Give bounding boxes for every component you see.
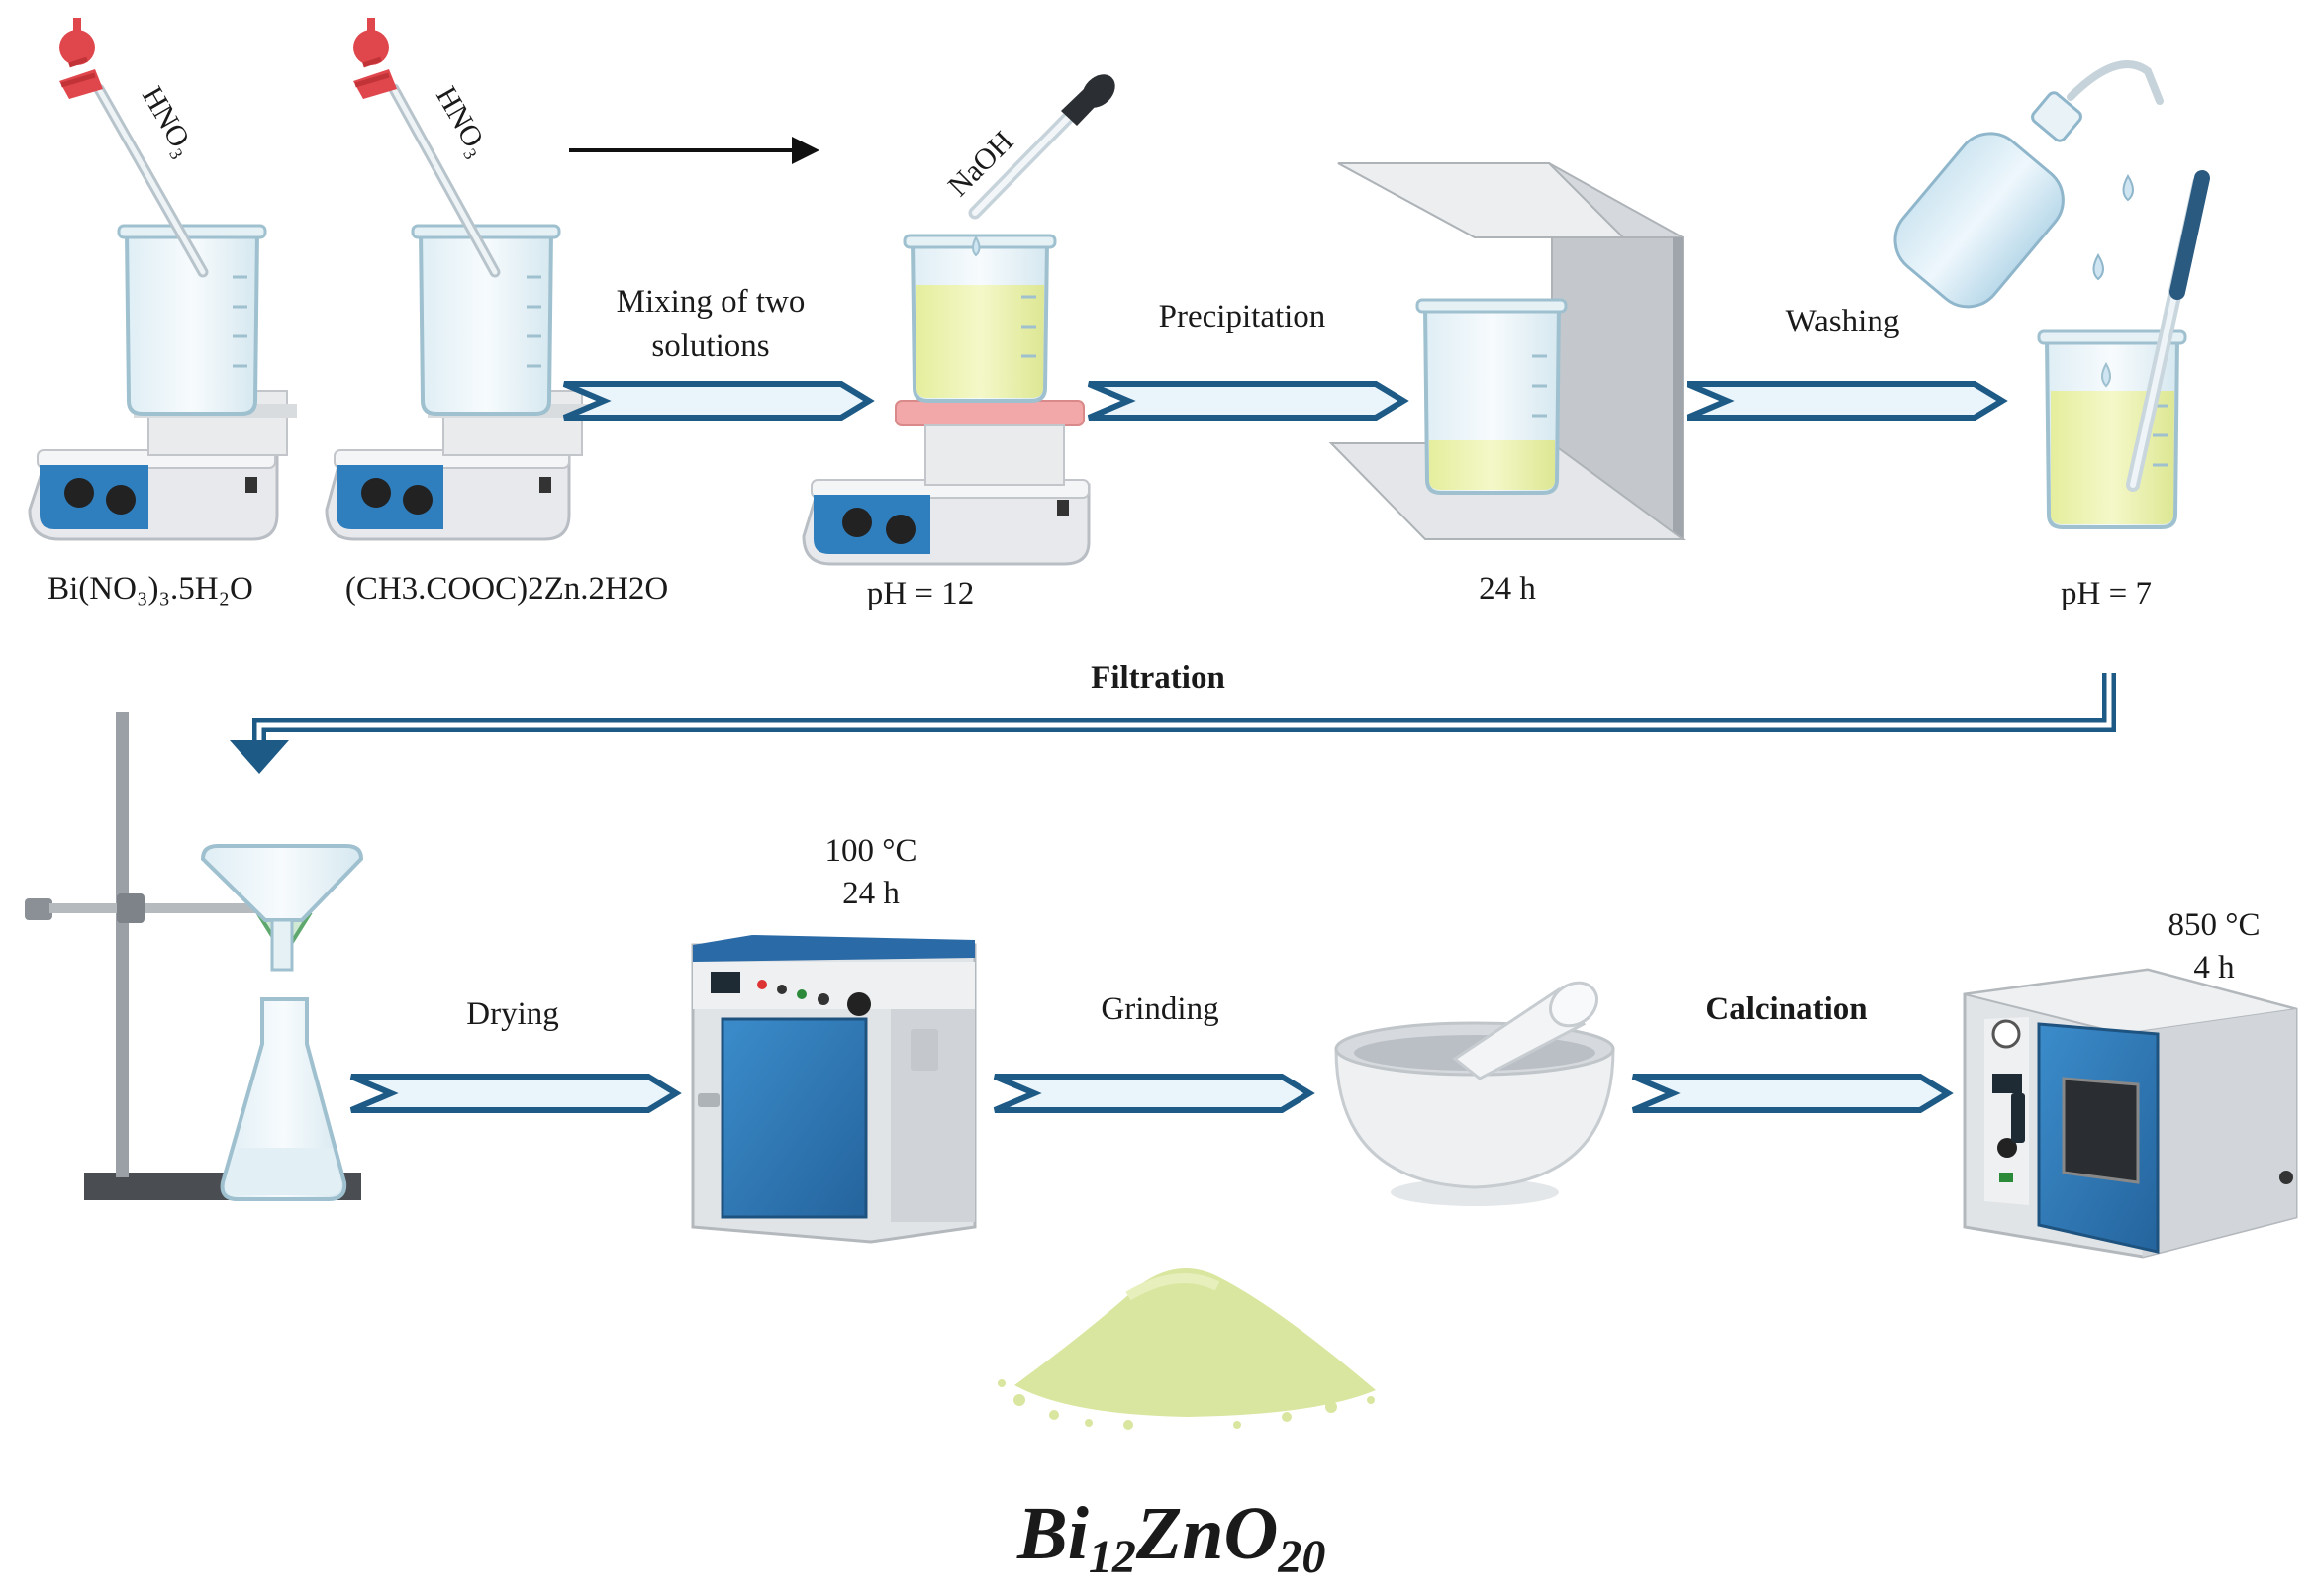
drying-oven-icon xyxy=(691,935,977,1244)
beaker-icon xyxy=(1415,298,1568,495)
step-precipitation-label: Precipitation xyxy=(1159,299,1326,334)
ph-meter-icon xyxy=(2126,170,2210,492)
hno3-label-1: HNO₃ xyxy=(136,81,201,162)
beaker-icon xyxy=(117,224,267,416)
furnace-icon xyxy=(1963,968,2298,1259)
drying-time-label: 24 h xyxy=(842,876,900,911)
product-formula: Bi12ZnO20 xyxy=(1016,1492,1325,1583)
step-arrow-washing xyxy=(1686,381,2008,421)
hno3-label-2: HNO₃ xyxy=(430,81,495,162)
calc-time-label: 4 h xyxy=(2193,950,2235,986)
step-arrow-grinding xyxy=(993,1074,1315,1113)
reagent-2-label: (CH3.COOC)2Zn.2H2O xyxy=(345,571,668,607)
drying-temp-label: 100 °C xyxy=(825,833,917,869)
filtration-stand-icon xyxy=(25,712,364,1201)
dropper-icon xyxy=(968,74,1115,257)
beaker-icon xyxy=(903,234,1057,403)
hotplate-stirrer-icon xyxy=(325,390,591,541)
beaker-icon xyxy=(2037,329,2187,529)
arrow-right-icon xyxy=(569,137,819,164)
naoh-label: NaOH xyxy=(942,125,1020,203)
step-washing-label: Washing xyxy=(1786,304,1900,339)
step-arrow-precipitation xyxy=(1087,381,1409,421)
step-drying-label: Drying xyxy=(466,996,559,1032)
wash-bottle-icon xyxy=(1893,60,2164,309)
ph-12-label: pH = 12 xyxy=(867,576,974,611)
step-filtration-label: Filtration xyxy=(1091,660,1225,696)
step-arrow-mixing xyxy=(562,381,875,421)
step-mixing-label-line2: solutions xyxy=(651,329,769,364)
calc-temp-label: 850 °C xyxy=(2168,907,2261,943)
step-mixing-label-line1: Mixing of two xyxy=(617,284,806,320)
pipette-icon xyxy=(353,18,501,278)
beaker-icon xyxy=(411,224,561,416)
filtration-connector xyxy=(230,673,2116,774)
step-arrow-drying xyxy=(349,1074,682,1113)
hotplate-stirrer-icon xyxy=(802,400,1091,566)
fume-hood-icon xyxy=(1328,162,1687,540)
time-24h-label: 24 h xyxy=(1479,571,1536,607)
step-arrow-calcination xyxy=(1631,1074,1954,1113)
step-grinding-label: Grinding xyxy=(1101,991,1218,1027)
powder-pile-icon xyxy=(998,1268,1376,1430)
mortar-pestle-icon xyxy=(1334,981,1615,1206)
reagent-1-label: Bi(NO₃)₃.5H₂O xyxy=(48,571,253,607)
pipette-icon xyxy=(59,18,209,278)
ph-7-label: pH = 7 xyxy=(2061,576,2152,611)
step-calcination-label: Calcination xyxy=(1705,991,1867,1027)
